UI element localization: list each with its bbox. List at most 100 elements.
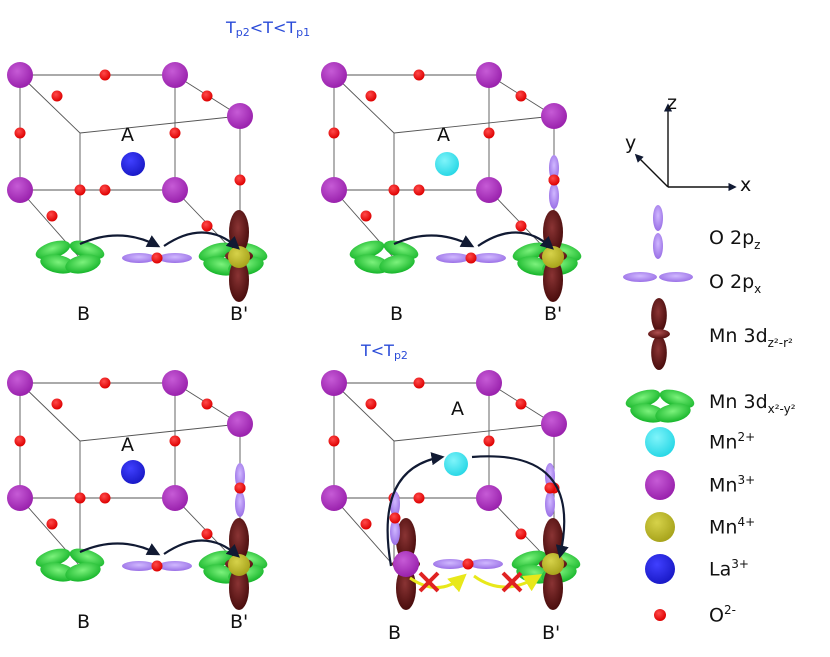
crystal-panel-bottom-right	[321, 370, 583, 610]
mn3-ion	[162, 177, 188, 203]
oxygen-ion	[46, 210, 58, 222]
oxygen-ion	[151, 560, 163, 572]
site-label-a: A	[437, 124, 450, 146]
oxygen-ion	[413, 377, 425, 389]
legend-o2px-icon	[623, 272, 693, 282]
bp-site-mn4-ion	[228, 554, 250, 576]
oxygen-ion	[14, 127, 26, 139]
site-label-b: B	[77, 303, 91, 325]
oxygen-ion	[51, 90, 63, 102]
oxygen-ion	[234, 482, 246, 494]
crystal-panel-bottom-left	[7, 370, 270, 610]
oxygen-ion	[201, 398, 213, 410]
mn3-ion	[476, 62, 502, 88]
mn3-ion	[476, 485, 502, 511]
axis-label-y: y	[625, 132, 637, 154]
axis-label-x: x	[740, 174, 752, 196]
oxygen-ion	[169, 435, 181, 447]
cube-edge	[333, 497, 395, 567]
a-site-ion	[435, 152, 459, 176]
legend-o2-icon	[654, 609, 666, 621]
mn3-ion	[541, 103, 567, 129]
legend-mn3dx2y2-icon	[623, 385, 697, 426]
hopping-arrow	[79, 234, 161, 248]
legend-mn4-icon	[645, 512, 675, 542]
mn3-ion	[7, 62, 33, 88]
mn3-ion	[7, 485, 33, 511]
legend-mn4: Mn4+	[709, 515, 756, 539]
mn3-ion	[162, 62, 188, 88]
oxygen-ion	[99, 69, 111, 81]
mn3-ion	[162, 370, 188, 396]
oxygen-ion	[14, 435, 26, 447]
legend-o2pz: O 2pz	[709, 227, 761, 252]
site-label-bp: B'	[542, 622, 561, 644]
oxygen-ion	[46, 518, 58, 530]
legend-mn2-icon	[645, 427, 675, 457]
mn3-ion	[476, 177, 502, 203]
blocked-mark	[418, 571, 440, 593]
legend-o2px: O 2px	[709, 271, 762, 296]
oxygen-ion	[515, 528, 527, 540]
mn3-ion	[227, 103, 253, 129]
oxygen-ion	[99, 377, 111, 389]
oxygen-ion	[515, 220, 527, 232]
hopping-arrow	[471, 455, 569, 559]
a-site-ion	[121, 152, 145, 176]
oxygen-ion	[360, 210, 372, 222]
oxygen-ion	[483, 435, 495, 447]
b-site-mn3-ion	[393, 551, 419, 577]
legend-mn3: Mn3+	[709, 473, 756, 497]
cube-edge	[333, 74, 395, 134]
oxygen-ion	[388, 184, 400, 196]
cube-edge	[79, 423, 241, 442]
cube-edge	[19, 382, 81, 442]
oxygen-ion	[515, 398, 527, 410]
oxygen-ion	[515, 90, 527, 102]
b-site-dx2y2-orbital	[347, 236, 421, 277]
oxygen-ion	[201, 90, 213, 102]
site-label-b: B	[390, 303, 404, 325]
cube-edge	[19, 74, 81, 134]
site-label-a: A	[121, 434, 134, 456]
mn3-ion	[321, 177, 347, 203]
site-label-bp: B'	[544, 303, 563, 325]
site-label-bp: B'	[230, 303, 249, 325]
oxygen-ion	[169, 127, 181, 139]
mn3-ion	[476, 370, 502, 396]
oxygen-ion	[462, 558, 474, 570]
mn3-ion	[162, 485, 188, 511]
oxygen-ion	[483, 127, 495, 139]
cube-edge	[393, 423, 555, 442]
blocked-path	[409, 573, 467, 593]
site-label-b: B	[77, 611, 91, 633]
legend-mn3dz2: Mn 3dz²-r²	[709, 325, 793, 350]
legend-mn2: Mn2+	[709, 430, 756, 454]
cube-edge	[79, 115, 241, 134]
bp-site-mn4-ion	[542, 553, 564, 575]
hopping-arrow	[163, 539, 240, 558]
oxygen-ion	[389, 512, 401, 524]
bp-site-mn4-ion	[228, 246, 250, 268]
oxygen-ion	[99, 184, 111, 196]
mn3-ion	[7, 370, 33, 396]
oxygen-ion	[360, 518, 372, 530]
hopping-arrow	[79, 542, 161, 556]
legend-mn3dx2y2: Mn 3dx²-y²	[709, 391, 796, 416]
hopping-arrow	[393, 234, 475, 248]
hopping-arrow	[386, 452, 445, 567]
legend-o2pz-icon	[653, 205, 663, 259]
axes-triad	[634, 103, 737, 192]
oxygen-ion	[413, 492, 425, 504]
legend-o2: O2-	[709, 603, 736, 627]
a-site-ion	[121, 460, 145, 484]
b-site-dx2y2-orbital	[33, 236, 107, 277]
oxygen-ion	[365, 398, 377, 410]
site-label-b: B	[388, 622, 402, 644]
oxygen-ion	[413, 184, 425, 196]
oxygen-ion	[74, 184, 86, 196]
b-site-dx2y2-orbital	[33, 544, 107, 585]
site-label-a: A	[451, 398, 464, 420]
blocked-mark	[501, 571, 523, 593]
